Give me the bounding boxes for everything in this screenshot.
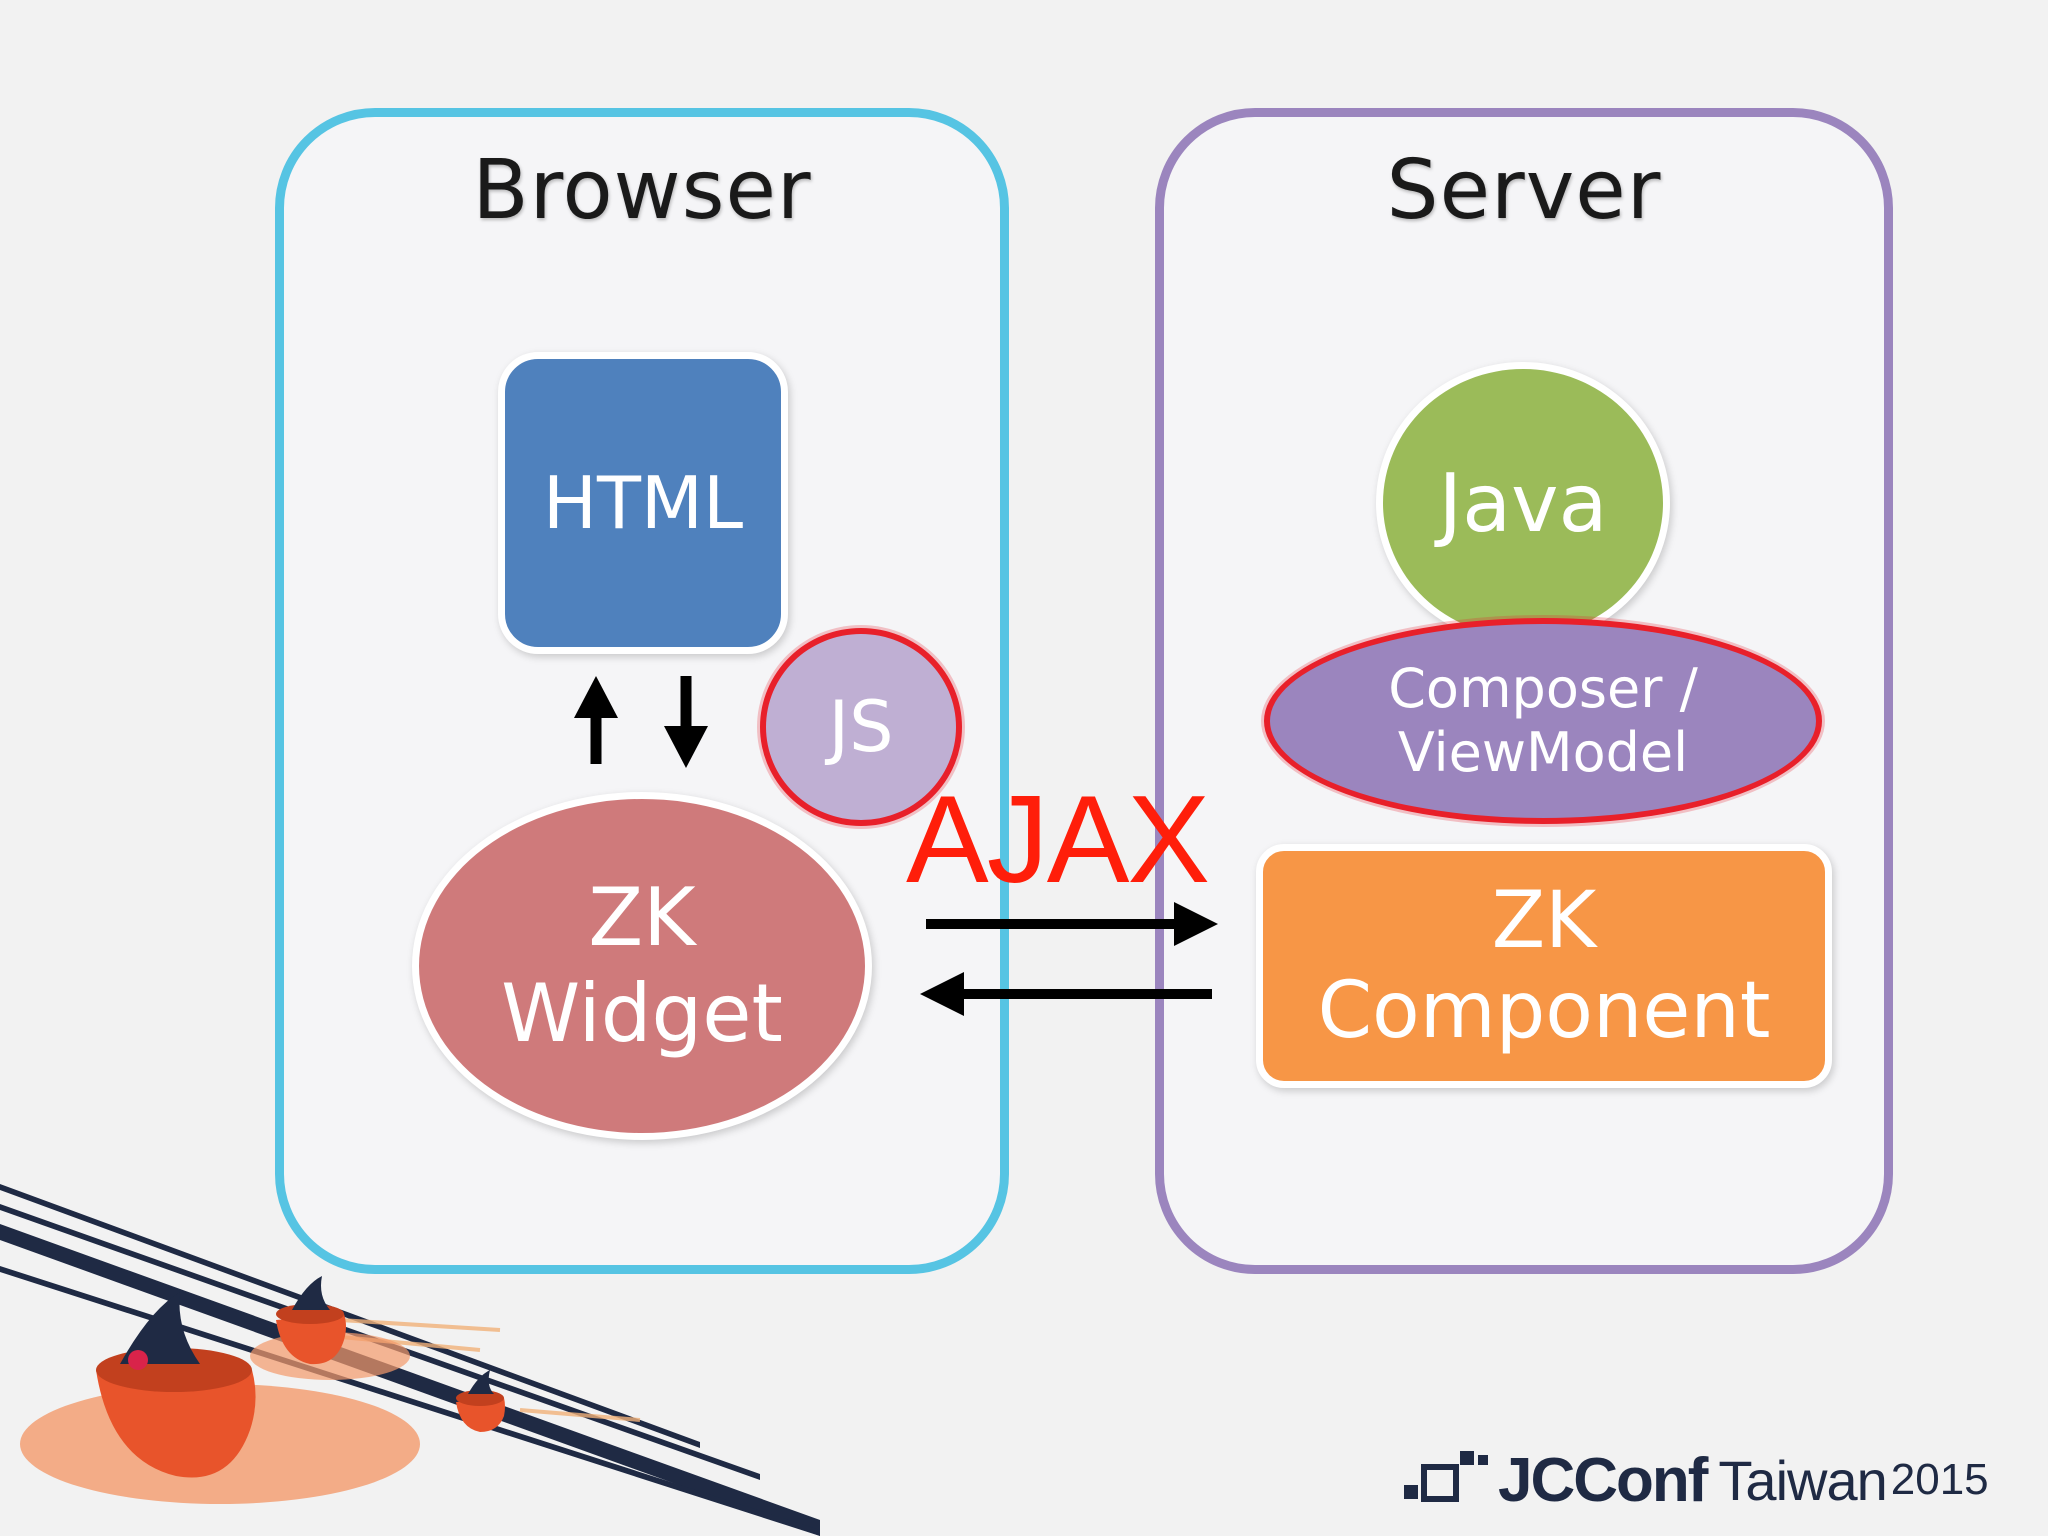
large-teacup-icon [96,1292,256,1478]
zk-component-node: ZK Component [1256,844,1832,1088]
composer-label-line2: ViewModel [1397,721,1689,784]
js-node: JS [760,628,962,826]
html-node: HTML [498,352,788,654]
js-node-label: JS [828,686,894,768]
jcconf-logo: JCConf Taiwan 2015 [1402,1440,1989,1520]
composer-label-line1: Composer / [1388,657,1698,720]
composer-viewmodel-node: Composer / ViewModel [1264,618,1822,824]
java-node: Java [1376,362,1670,644]
java-node-label: Java [1438,456,1608,550]
zk-widget-label-line1: ZK [588,871,696,964]
logo-place: Taiwan [1718,1448,1887,1512]
arrow-request-to-server [926,902,1218,946]
html-node-label: HTML [542,461,744,545]
zk-widget-label-line2: Widget [501,967,783,1060]
arrow-up-to-html [574,676,618,764]
zk-widget-node: ZK Widget [412,792,872,1140]
logo-year: 2015 [1890,1455,1989,1504]
logo-brand: JCConf [1498,1445,1708,1515]
jcconf-logo-mark-icon [1404,1451,1488,1502]
browser-title: Browser [472,143,812,238]
server-title: Server [1386,143,1662,238]
tiny-teacup-icon [456,1370,505,1432]
ajax-label: AJAX [906,771,1210,909]
zk-component-label: ZK Component [1317,876,1771,1056]
java-mascot-decoration [0,1184,820,1536]
arrow-down-to-widget [664,676,708,768]
arrow-response-to-browser [920,972,1212,1016]
small-teacup-icon [276,1276,346,1365]
